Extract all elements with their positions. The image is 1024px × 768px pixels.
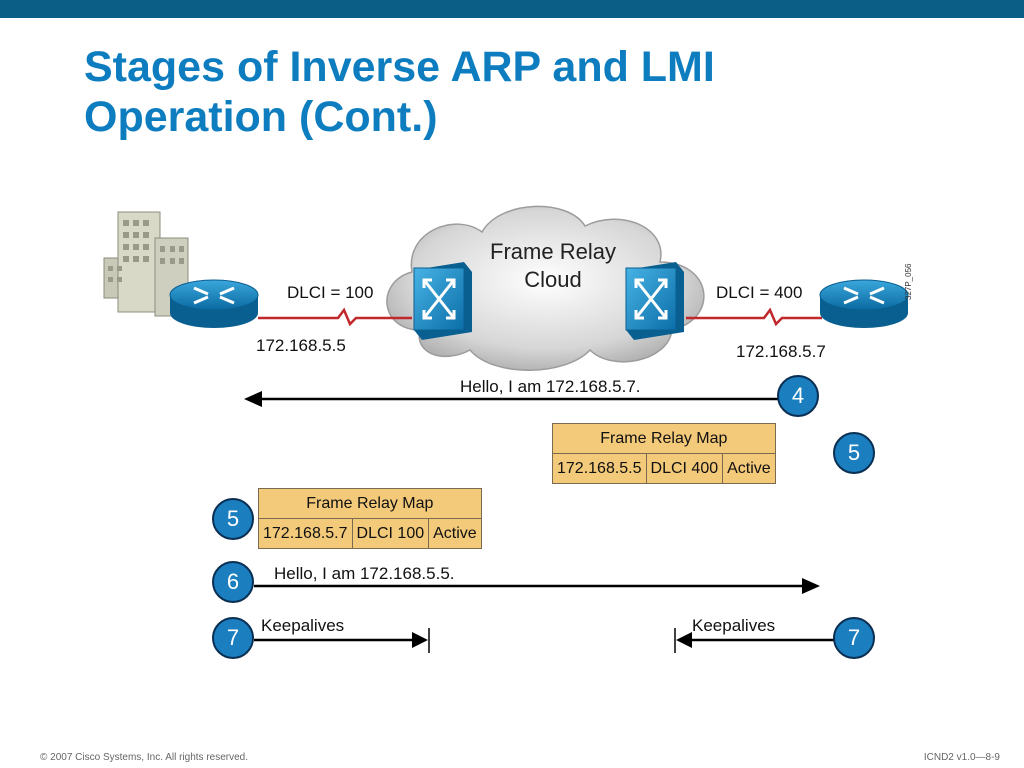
left-map-ip: 172.168.5.7	[258, 518, 353, 549]
hello-left-arrow	[244, 391, 778, 407]
slide-id-footer: ICND2 v1.0—8-9	[923, 752, 1000, 763]
left-serial-link	[258, 307, 412, 327]
keepalive-right-text: Keepalives	[692, 616, 776, 635]
hello-from-right-text: Hello, I am 172.168.5.7.	[460, 377, 641, 396]
left-map-status: Active	[428, 518, 482, 549]
right-switch-icon	[625, 262, 684, 340]
step-7-right-badge: 7	[833, 617, 875, 659]
right-frame-relay-map: Frame Relay Map 172.168.5.5 DLCI 400 Act…	[552, 423, 776, 484]
step-6-badge: 6	[212, 561, 254, 603]
figure-code: 327P_056	[904, 263, 913, 300]
cloud-label-line-2: Cloud	[524, 267, 582, 292]
left-router-icon	[169, 279, 259, 328]
copyright-footer: © 2007 Cisco Systems, Inc. All rights re…	[40, 752, 249, 763]
left-map-title: Frame Relay Map	[258, 488, 482, 519]
right-dlci-label: DLCI = 400	[716, 283, 803, 302]
left-map-dlci: DLCI 100	[351, 518, 430, 549]
left-switch-icon	[413, 262, 472, 340]
left-ip-label: 172.168.5.5	[256, 336, 346, 355]
left-frame-relay-map: Frame Relay Map 172.168.5.7 DLCI 100 Act…	[258, 488, 482, 549]
step-7-left-badge: 7	[212, 617, 254, 659]
title-line-1: Stages of Inverse ARP and LMI	[84, 43, 715, 91]
right-map-dlci: DLCI 400	[645, 453, 724, 484]
hello-from-left-text: Hello, I am 172.168.5.5.	[274, 564, 455, 583]
keepalive-right-arrow	[674, 628, 834, 653]
step-5-left-badge: 5	[212, 498, 254, 540]
right-serial-link	[686, 307, 822, 327]
right-map-title: Frame Relay Map	[552, 423, 776, 454]
step-4-badge: 4	[777, 375, 819, 417]
keepalive-left-text: Keepalives	[261, 616, 345, 635]
right-map-ip: 172.168.5.5	[552, 453, 647, 484]
step-5-right-badge: 5	[833, 432, 875, 474]
cloud-label: Frame Relay Cloud	[470, 238, 636, 294]
slide-title: Stages of Inverse ARP and LMI Operation …	[84, 42, 715, 142]
title-line-2: Operation (Cont.)	[84, 93, 438, 141]
hello-right-arrow	[254, 578, 820, 594]
cloud-label-line-1: Frame Relay	[490, 239, 616, 264]
keepalive-left-arrow	[254, 628, 430, 653]
left-dlci-label: DLCI = 100	[287, 283, 374, 302]
top-bar	[0, 0, 1024, 18]
right-ip-label: 172.168.5.7	[736, 342, 826, 361]
right-map-status: Active	[722, 453, 776, 484]
right-router-icon	[819, 279, 909, 328]
